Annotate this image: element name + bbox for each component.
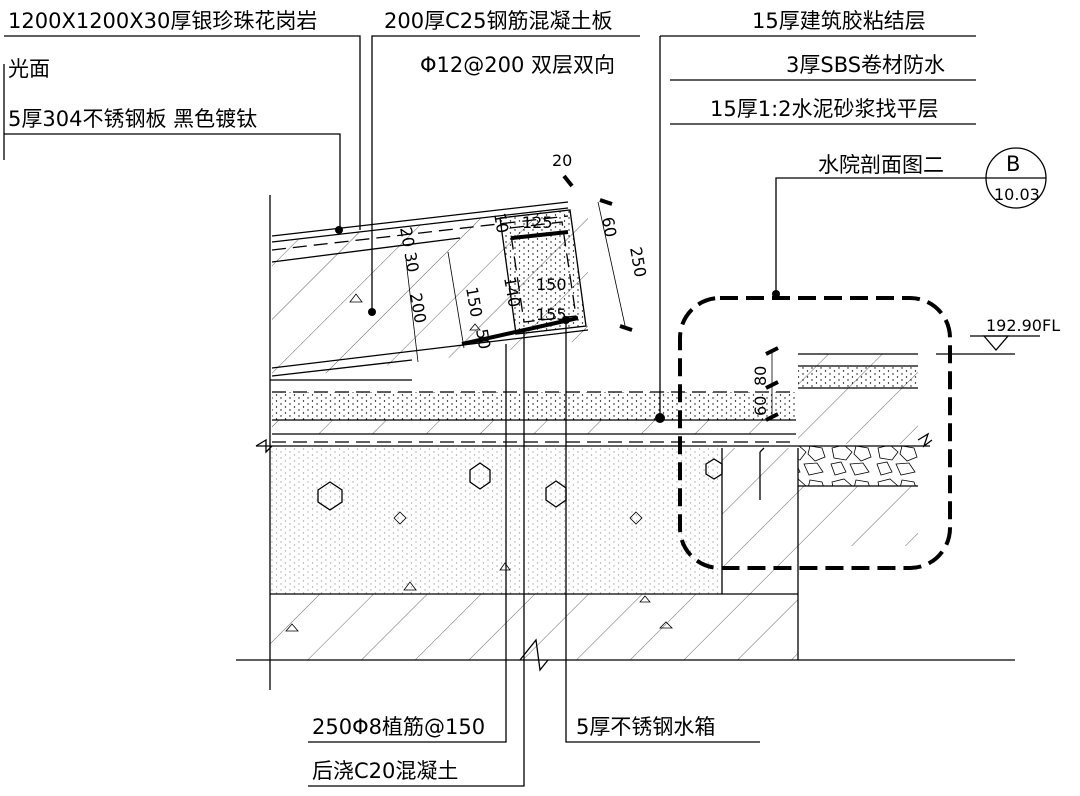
slab-dim-ticks bbox=[405, 174, 633, 363]
foundation bbox=[236, 448, 1015, 672]
section-letter: B bbox=[1006, 152, 1020, 176]
aggregate-symbol bbox=[317, 481, 343, 511]
label-waterproof: 3厚SBS卷材防水 bbox=[786, 53, 945, 77]
detail-zone: 192.90FL 80 60 bbox=[678, 296, 1060, 570]
dim-150-inner: 150 bbox=[536, 275, 567, 294]
dim-20: 20 bbox=[552, 151, 572, 170]
label-slab: 200厚C25钢筋混凝土板 bbox=[384, 9, 612, 33]
label-rebar: Φ12@200 双层双向 bbox=[420, 53, 615, 77]
label-granite-finish: 光面 bbox=[8, 57, 50, 81]
sloped-slab bbox=[269, 174, 633, 690]
dim-155: 155 bbox=[536, 305, 567, 324]
label-granite: 1200X1200X30厚银珍珠花岗岩 bbox=[8, 9, 317, 33]
label-anchor-bar: 250Φ8植筋@150 bbox=[312, 715, 485, 739]
label-water-tank: 5厚不锈钢水箱 bbox=[576, 715, 715, 739]
dim-250: 250 bbox=[626, 245, 650, 278]
section-marker: B 10.03 bbox=[985, 147, 1047, 209]
dim-60-right: 60 bbox=[751, 396, 770, 416]
callouts: 1200X1200X30厚银珍珠花岗岩 光面 5厚304不锈钢板 黑色镀钛 20… bbox=[8, 9, 945, 783]
section-sheet: 10.03 bbox=[994, 185, 1040, 204]
dim-125: 125 bbox=[522, 213, 553, 232]
pool-bed-layers bbox=[255, 379, 933, 454]
dim-10: 10 bbox=[490, 211, 512, 234]
label-post-pour: 后浇C20混凝土 bbox=[312, 759, 458, 783]
dim-80: 80 bbox=[751, 366, 770, 386]
elevation-label: 192.90FL bbox=[986, 316, 1060, 335]
label-adhesive: 15厚建筑胶粘结层 bbox=[752, 9, 926, 33]
leaders bbox=[3, 35, 986, 787]
dim-60: 60 bbox=[598, 215, 620, 238]
label-screed: 15厚1:2水泥砂浆找平层 bbox=[710, 97, 939, 121]
elevation-marker: 192.90FL bbox=[970, 316, 1060, 351]
dim-50: 50 bbox=[472, 327, 494, 350]
label-steel-plate: 5厚304不锈钢板 黑色镀钛 bbox=[8, 107, 257, 131]
label-section-ref: 水院剖面图二 bbox=[818, 153, 944, 177]
